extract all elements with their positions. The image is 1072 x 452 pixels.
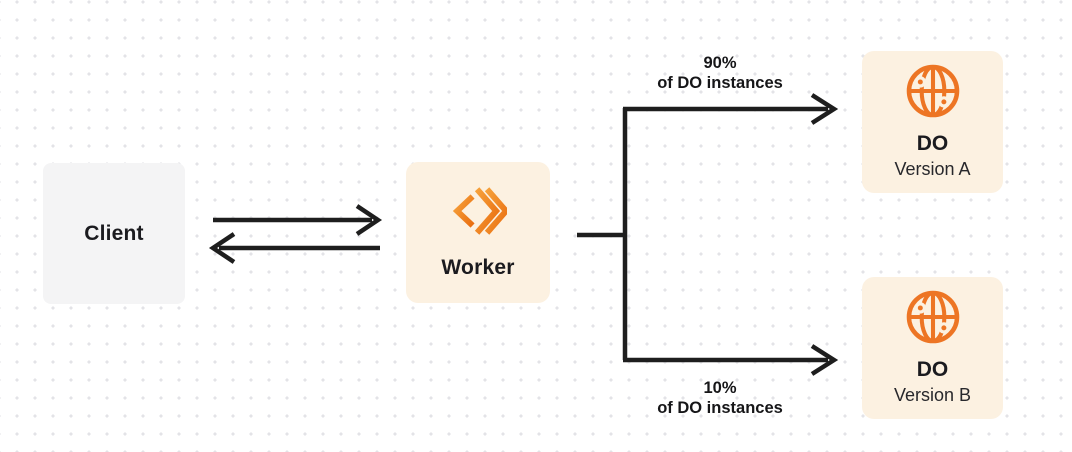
- worker-label: Worker: [441, 256, 515, 279]
- globe-icon: [904, 288, 962, 346]
- percent-text: 90%: [703, 54, 737, 72]
- do-version-a-node: DO Version A: [862, 51, 1003, 193]
- arrow-to-version-b: [623, 344, 839, 376]
- arrow-to-version-a: [623, 93, 839, 125]
- client-label: Client: [84, 221, 144, 245]
- do-b-subtitle: Version B: [893, 385, 972, 405]
- globe-icon: [904, 62, 962, 120]
- workers-chevrons-icon: [449, 182, 511, 240]
- arrow-worker-to-client: [208, 232, 380, 264]
- traffic-split-label-90: 90% of DO instances: [600, 53, 840, 93]
- percent-text: 10%: [703, 379, 737, 397]
- caption-text: of DO instances: [657, 74, 783, 92]
- worker-node: Worker: [406, 162, 550, 303]
- do-a-title: DO: [916, 132, 949, 155]
- do-version-b-node: DO Version B: [862, 277, 1003, 419]
- caption-text: of DO instances: [657, 399, 783, 417]
- do-a-subtitle: Version A: [894, 159, 971, 179]
- traffic-split-label-10: 10% of DO instances: [600, 378, 840, 418]
- client-node: Client: [43, 163, 185, 304]
- arrow-client-to-worker: [213, 204, 383, 236]
- do-b-title: DO: [916, 358, 949, 381]
